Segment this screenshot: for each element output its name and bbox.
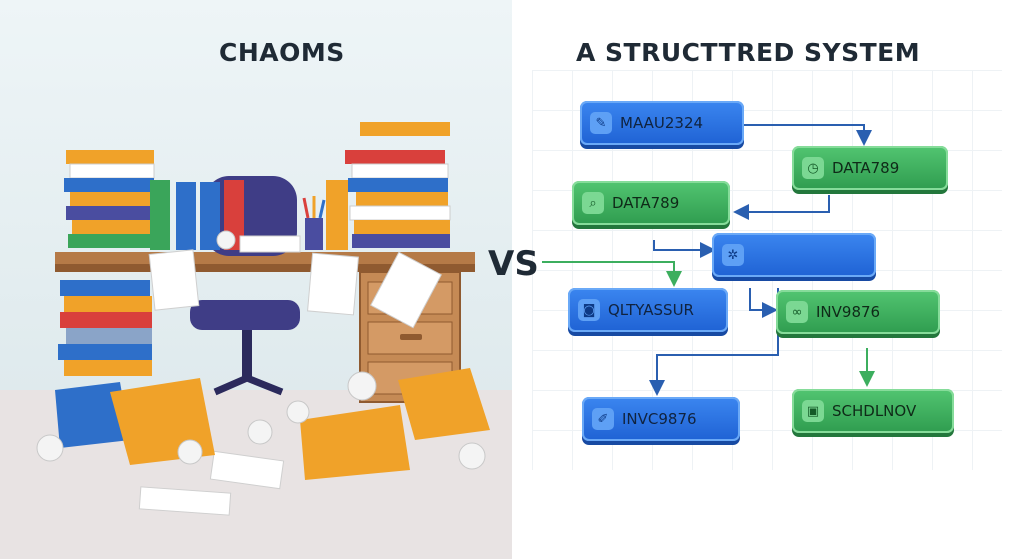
node-label: INVC9876 xyxy=(622,410,697,428)
pen-icon: ✐ xyxy=(592,408,614,430)
ticket-icon: ▣ xyxy=(802,400,824,422)
connector-lines xyxy=(542,124,875,396)
structured-panel: A STRUCTTRED SYSTEM ✎ MAAU2324 ◷ DATA789… xyxy=(512,0,1024,559)
node-label: QLTYASSUR xyxy=(608,301,694,319)
connector-3 xyxy=(653,240,716,258)
vs-label: VS xyxy=(488,244,539,284)
node-label: SCHDLNOV xyxy=(832,402,917,420)
node-schdlnov[interactable]: ▣ SCHDLNOV xyxy=(792,389,954,433)
node-data789-top[interactable]: ◷ DATA789 xyxy=(792,146,948,190)
pencil-icon: ✎ xyxy=(590,112,612,134)
connector-5 xyxy=(749,288,778,318)
node-label: DATA789 xyxy=(612,194,680,212)
clock-icon: ◷ xyxy=(802,157,824,179)
chaos-panel: CHAOMS xyxy=(0,0,512,559)
node-inv9876[interactable]: ∞ INV9876 xyxy=(776,290,940,334)
node-label: DATA789 xyxy=(832,159,900,177)
node-center-hub[interactable]: ✲ xyxy=(712,233,876,277)
chaos-title: CHAOMS xyxy=(219,38,345,67)
node-maau2324[interactable]: ✎ MAAU2324 xyxy=(580,101,744,145)
node-invc9876[interactable]: ✐ INVC9876 xyxy=(582,397,740,441)
structured-title: A STRUCTTRED SYSTEM xyxy=(576,38,921,67)
connector-2 xyxy=(733,195,830,220)
link-icon: ∞ xyxy=(786,301,808,323)
star-icon: ✲ xyxy=(722,244,744,266)
node-label: INV9876 xyxy=(816,303,881,321)
node-qltyassur[interactable]: ◙ QLTYASSUR xyxy=(568,288,728,332)
node-label: MAAU2324 xyxy=(620,114,704,132)
node-data789-left[interactable]: ⌕ DATA789 xyxy=(572,181,730,225)
camera-icon: ◙ xyxy=(578,299,600,321)
connector-4 xyxy=(542,261,682,287)
connector-1 xyxy=(744,124,872,146)
magnifier-icon: ⌕ xyxy=(582,192,604,214)
messy-office-illustration xyxy=(0,122,512,559)
